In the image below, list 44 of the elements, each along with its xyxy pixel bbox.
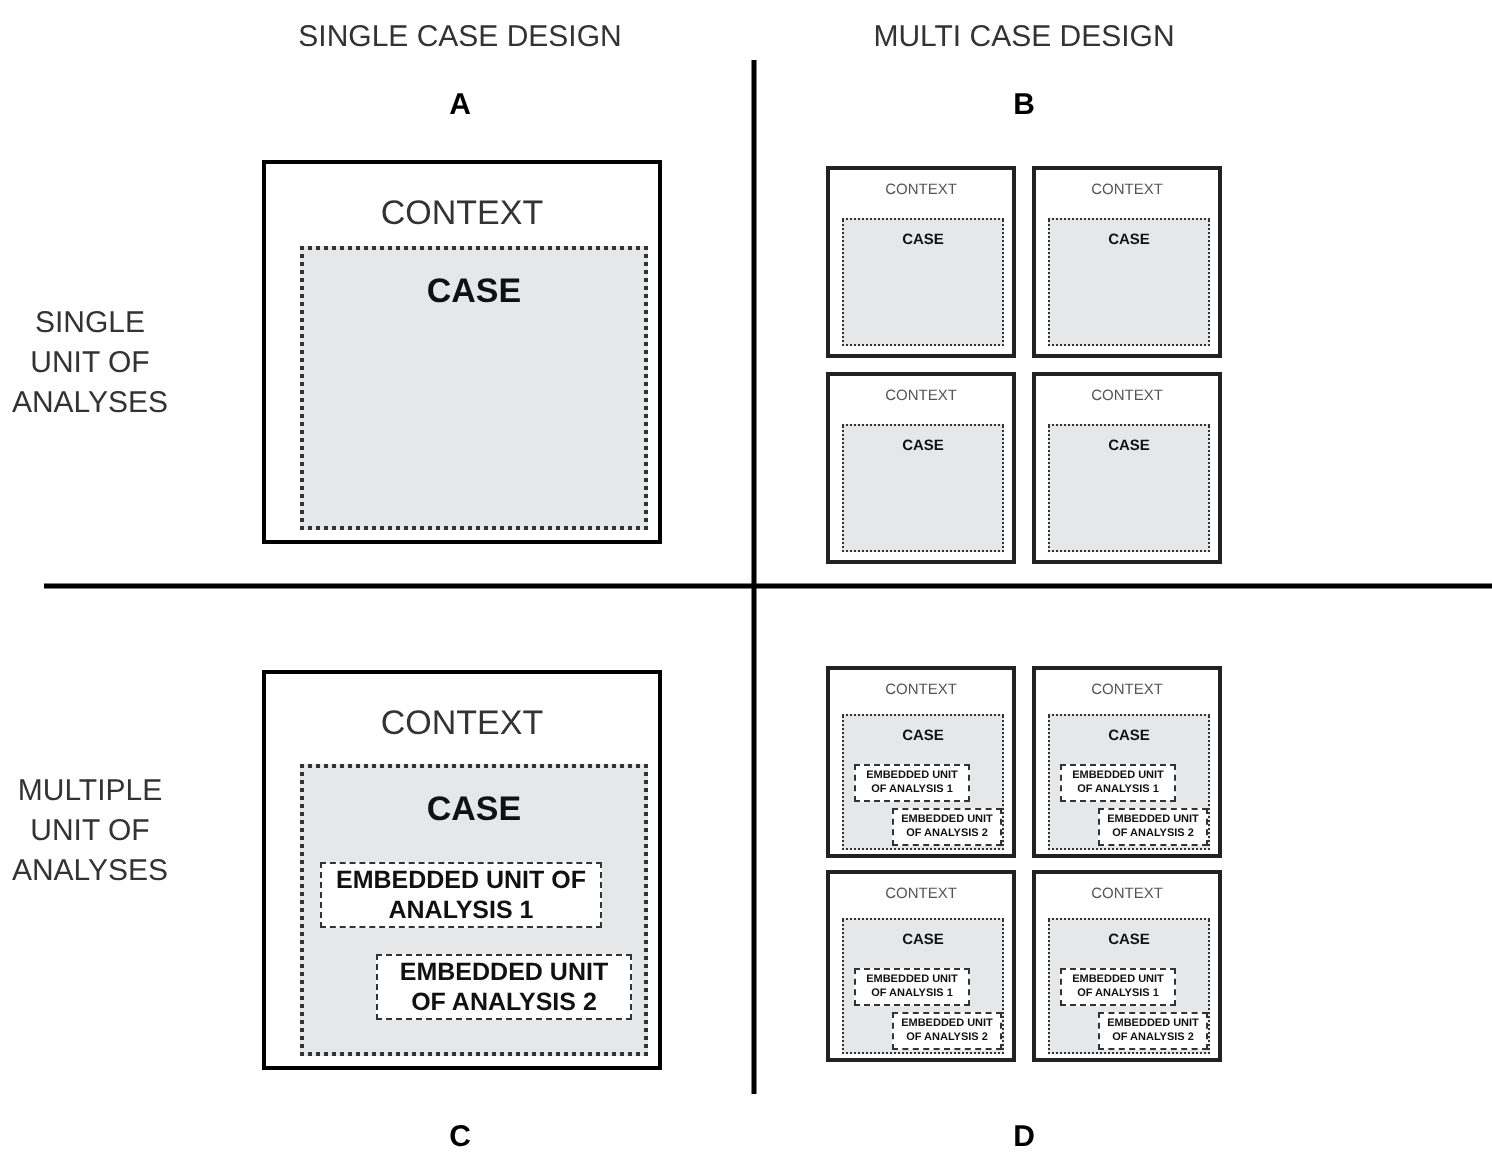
embedded-unit-box: [854, 968, 970, 1006]
context-label: CONTEXT: [380, 192, 544, 236]
embedded-unit-box: [1060, 968, 1176, 1006]
case-box: [300, 764, 648, 1056]
embedded-unit-box: [320, 862, 602, 928]
quadrant-letter: A: [449, 86, 471, 126]
case-box: [1048, 714, 1210, 850]
embedded-unit-box: [854, 764, 970, 802]
case-box: [842, 714, 1004, 850]
row-heading: MULTIPLE UNIT OF ANALYSES: [11, 772, 169, 892]
case-box: [1048, 424, 1210, 552]
embedded-unit-label: EMBEDDED UNIT OF ANALYSIS 1: [334, 866, 588, 926]
context-box: [1032, 666, 1222, 858]
context-box: [826, 372, 1016, 564]
context-box: [262, 160, 662, 544]
row-heading: SINGLE UNIT OF ANALYSES: [11, 304, 169, 424]
context-box: [1032, 166, 1222, 358]
case-box: [842, 218, 1004, 346]
context-box: [826, 666, 1016, 858]
context-label: CONTEXT: [380, 702, 544, 746]
quadrant-letter: B: [1013, 86, 1035, 126]
column-heading: MULTI CASE DESIGN: [873, 18, 1175, 58]
embedded-unit-box: [892, 808, 1002, 846]
case-box: [300, 246, 648, 530]
case-box: [842, 918, 1004, 1054]
case-box: [1048, 918, 1210, 1054]
context-box: [262, 670, 662, 1070]
embedded-unit-box: [1060, 764, 1176, 802]
embedded-unit-box: [1098, 808, 1208, 846]
quadrant-letter: C: [449, 1118, 471, 1158]
embedded-unit-box: [1098, 1012, 1208, 1050]
context-box: [1032, 870, 1222, 1062]
case-label: CASE: [426, 270, 522, 314]
embedded-unit-box: [376, 954, 632, 1020]
case-box: [1048, 218, 1210, 346]
embedded-unit-label: EMBEDDED UNIT OF ANALYSIS 2: [397, 958, 611, 1018]
case-label: CASE: [426, 788, 522, 832]
quadrant-letter: D: [1013, 1118, 1035, 1158]
context-box: [826, 166, 1016, 358]
context-box: [1032, 372, 1222, 564]
case-box: [842, 424, 1004, 552]
column-heading: SINGLE CASE DESIGN: [298, 18, 622, 58]
context-box: [826, 870, 1016, 1062]
embedded-unit-box: [892, 1012, 1002, 1050]
